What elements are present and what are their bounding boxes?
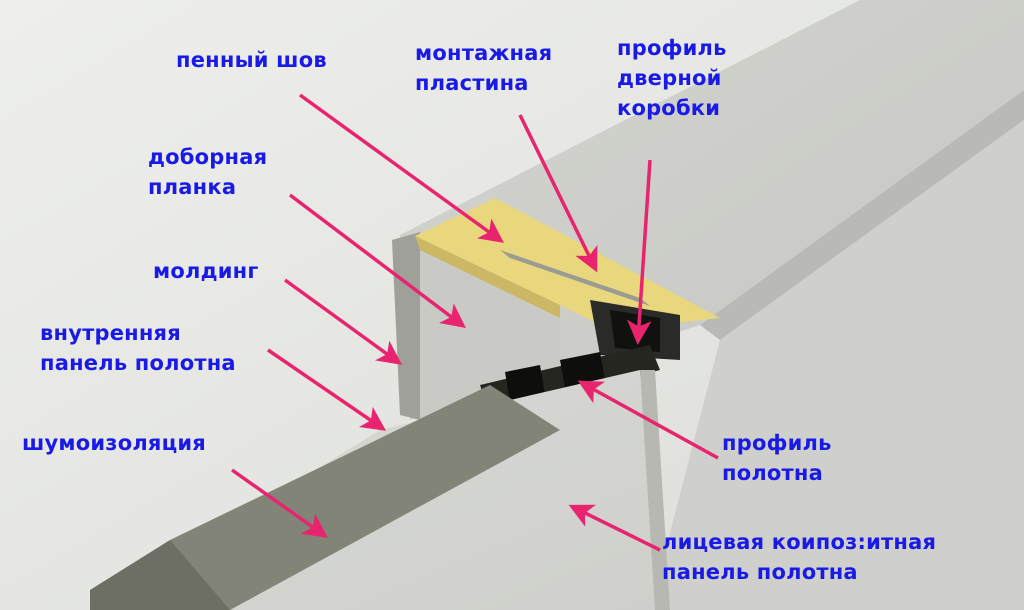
arrow-foam-seam xyxy=(298,93,504,243)
arrow-inner-panel xyxy=(267,348,387,431)
arrow-soundproofing xyxy=(230,468,329,538)
pointer-arrows xyxy=(230,93,719,552)
label-door-frame-profile: профиль дверной коробки xyxy=(617,36,727,120)
label-foam-seam: пенный шов xyxy=(176,48,327,72)
label-extension-strip: доборная планка xyxy=(148,145,268,199)
soundproofing-shape xyxy=(90,385,560,610)
label-molding: молдинг xyxy=(153,259,259,283)
label-inner-panel: внутренняя панель полотна xyxy=(40,321,236,375)
arrow-molding xyxy=(283,278,402,365)
arrow-extension-strip xyxy=(288,193,466,328)
wall-lower-face xyxy=(650,120,1024,610)
label-soundproofing: шумоизоляция xyxy=(22,431,206,455)
arrow-leaf-profile xyxy=(577,380,719,460)
label-leaf-profile: профиль полотна xyxy=(722,431,832,485)
arrow-mounting-plate xyxy=(518,114,598,273)
arrow-door-frame-profile xyxy=(627,159,652,345)
foam-seam-edge xyxy=(415,236,560,318)
mounting-plate-shape xyxy=(500,250,650,306)
label-mounting-plate: монтажная пластина xyxy=(415,41,553,95)
label-face-composite-panel: лицевая коипоз:итная панель полотна xyxy=(662,530,937,584)
wall-groove xyxy=(700,90,1024,340)
arrow-face-composite xyxy=(568,504,661,552)
